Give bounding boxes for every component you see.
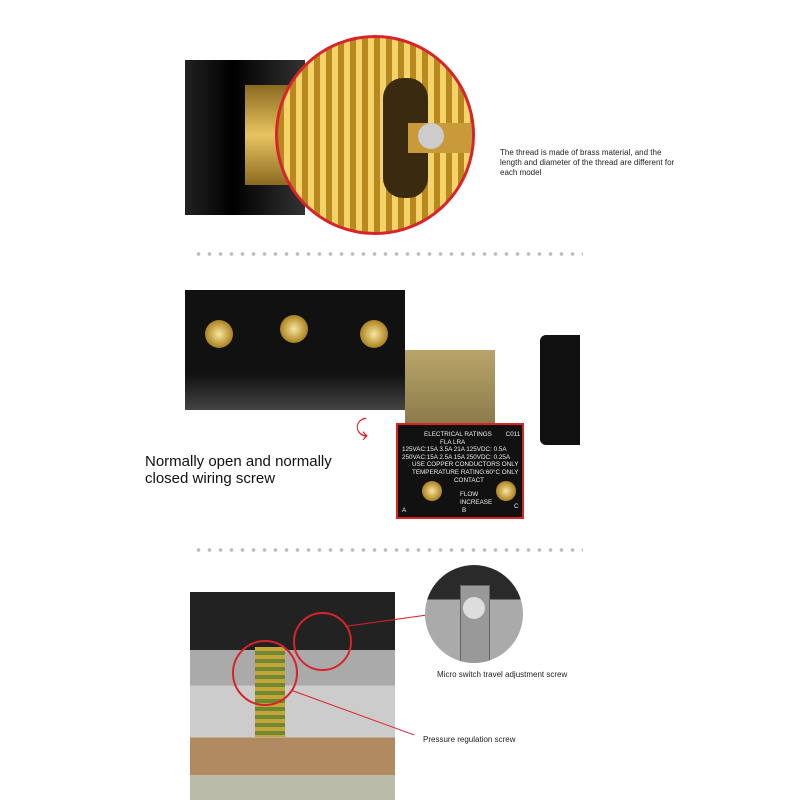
micro-switch-caption: Micro switch travel adjustment screw [437,670,568,679]
label-flow-increase: FLOW INCREASE [460,491,493,506]
label-title: ELECTRICAL RATINGS [424,431,492,438]
micro-switch-zoom-circle [425,565,523,663]
bracket-photo [405,350,495,425]
label-b: B [462,507,467,514]
label-cols: FLA LRA [440,438,466,446]
wiring-caption: Normally open and normally closed wiring… [145,453,332,487]
label-contact: CONTACT [454,477,484,484]
divider [193,252,583,256]
label-line2: 250VAC:15A 2.5A 15A 250VDC: 0.25A [402,453,511,461]
highlight-circle [232,640,298,706]
label-a: A [402,507,407,514]
highlight-circle [293,612,352,671]
label-line3: USE COPPER CONDUCTORS ONLY [412,461,519,468]
divider [193,548,583,552]
electrical-ratings-label: ELECTRICAL RATINGS C011 FLA LRA 125VAC:1… [396,423,524,519]
label-line1: 125VAC:15A 3.5A 21A 125VDC: 0.5A [402,446,507,453]
pressure-caption: Pressure regulation screw [423,735,516,744]
thread-magnify-circle [275,35,475,235]
label-code: C011 [505,431,521,438]
label-line4: TEMPERATURE RATING:60°C ONLY [412,468,519,476]
arrow-icon: ⤹ [355,415,369,440]
switch-cover-photo [540,335,580,445]
label-c: C [514,503,519,510]
terminal-block-photo [185,290,405,410]
thread-caption: The thread is made of brass material, an… [500,148,675,177]
